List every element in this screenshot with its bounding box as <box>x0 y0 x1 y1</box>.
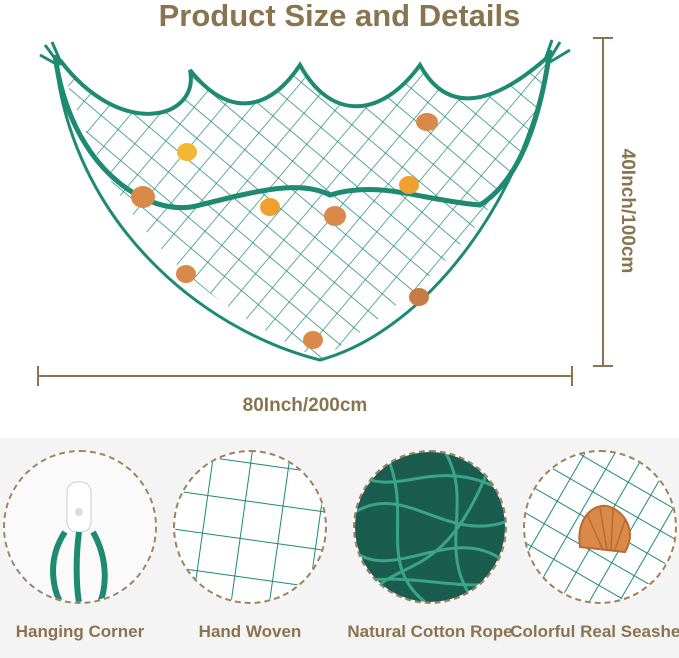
feature-hanging-corner: Hanging Corner <box>0 450 160 641</box>
width-dimension-label: 80Inch/200cm <box>242 395 368 416</box>
feature-hand-woven: Hand Woven <box>170 450 330 641</box>
feature-label: Colorful Real Seashell <box>510 622 679 641</box>
rope-icon <box>353 450 507 604</box>
height-dimension-label: 40Inch/100cm <box>617 148 638 274</box>
feature-label: Hand Woven <box>198 622 302 641</box>
page-title: Product Size and Details <box>158 0 521 33</box>
seashell-icon <box>523 450 677 604</box>
feature-colorful-real-seashell: Colorful Real Seashell <box>510 450 679 641</box>
fishing-net-illustration <box>37 37 613 386</box>
hanging-corner-icon <box>3 450 157 604</box>
feature-label: Natural Cotton Rope <box>347 622 513 641</box>
feature-label: Hanging Corner <box>15 622 145 641</box>
net-mesh-icon <box>173 450 327 604</box>
feature-natural-cotton-rope: Natural Cotton Rope <box>347 450 513 641</box>
